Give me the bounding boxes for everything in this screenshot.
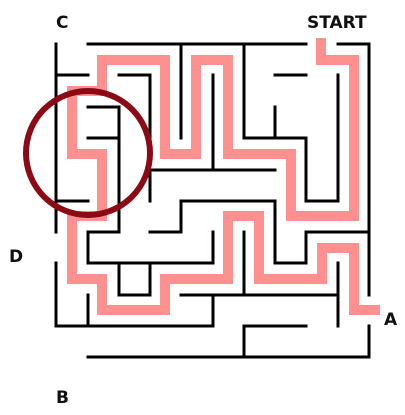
exit-d-label: D <box>9 247 24 267</box>
maze-walls <box>54 42 371 359</box>
solution-path <box>67 38 380 315</box>
start-label: START <box>307 13 367 33</box>
exit-b-label: B <box>56 388 69 408</box>
highlight-circle <box>23 88 153 218</box>
outer-walls <box>54 42 371 359</box>
inner-walls <box>54 42 371 359</box>
exit-a-label: A <box>384 310 398 330</box>
exit-c-label: C <box>56 13 69 33</box>
